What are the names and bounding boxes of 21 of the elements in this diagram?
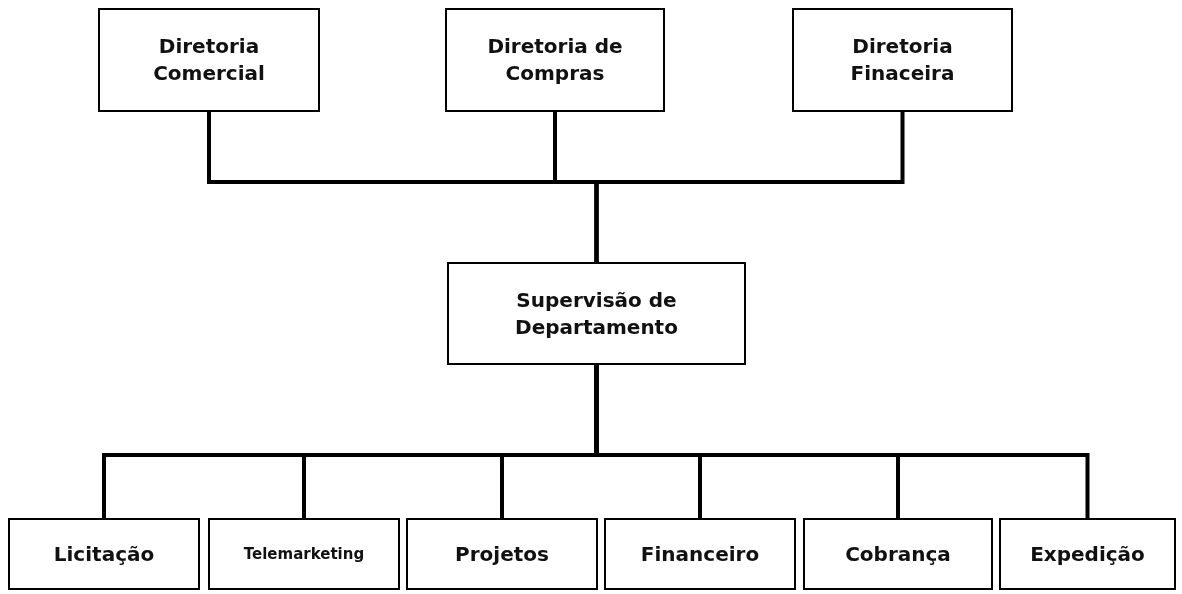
box-label: Diretoria Finaceira (849, 33, 956, 87)
org-box (445, 8, 665, 112)
connector-line (594, 112, 905, 262)
box-label: Cobrança (845, 540, 951, 568)
org-box (447, 262, 746, 365)
org-box (98, 8, 320, 112)
org-box (999, 518, 1176, 590)
org-box (406, 518, 598, 590)
box-label: Diretoria de Compras (486, 33, 624, 87)
box-label: Financeiro (640, 540, 760, 568)
org-box (208, 518, 400, 590)
box-label: Supervisão de Departamento (514, 286, 679, 341)
org-box (8, 518, 200, 590)
org-box (604, 518, 796, 590)
box-label: Licitação (53, 540, 155, 568)
box-label: Expedição (1030, 540, 1145, 568)
box-label: Telemarketing (243, 543, 365, 565)
box-label: Projetos (455, 540, 549, 568)
box-label: Diretoria Comercial (152, 33, 266, 87)
org-box (792, 8, 1013, 112)
org-box (803, 518, 993, 590)
